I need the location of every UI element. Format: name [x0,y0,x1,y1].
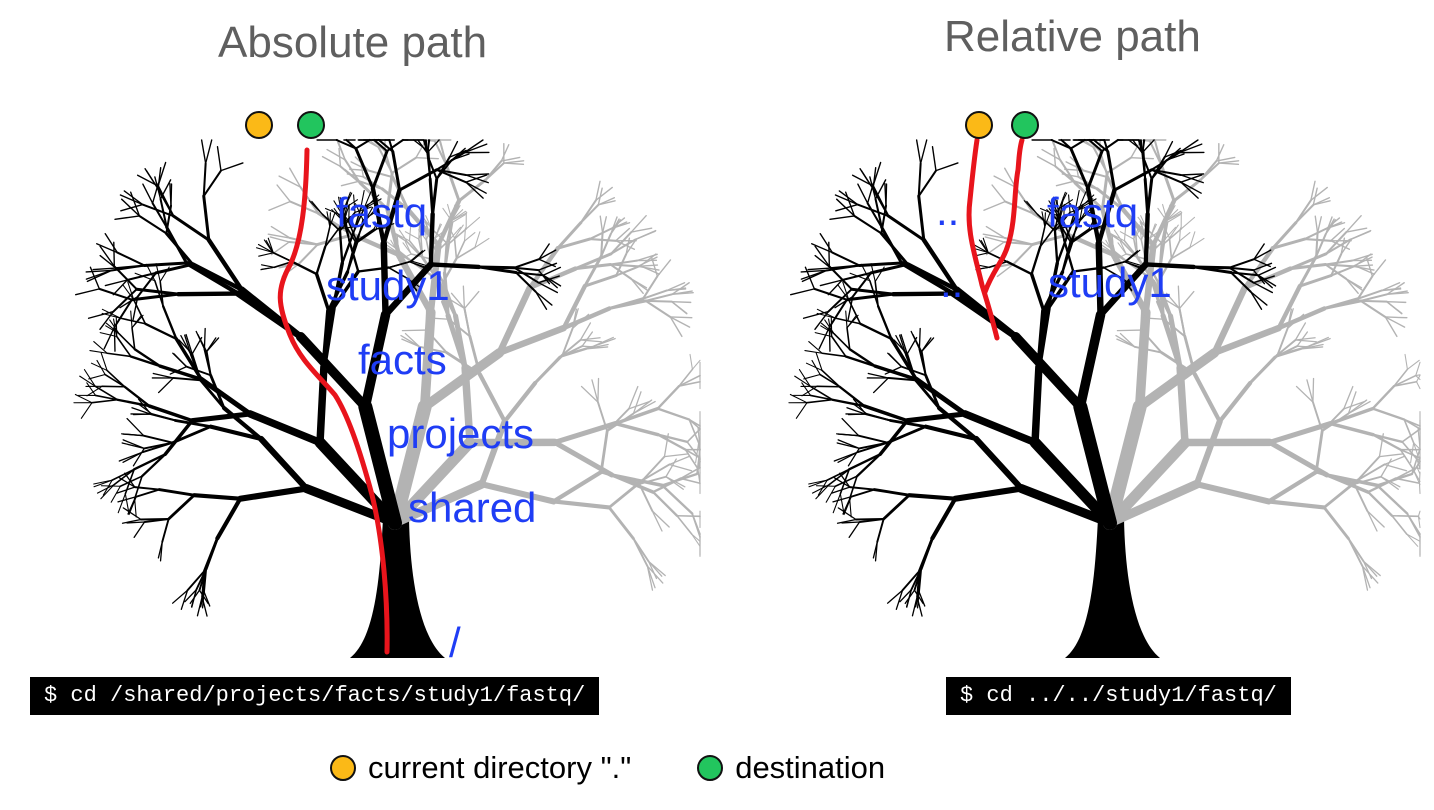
legend-destination-label: destination [735,750,886,785]
legend-current-label: current directory "." [368,750,632,785]
absolute-label-shared: shared [408,484,537,531]
relative-label-parent-2: .. [940,259,964,306]
absolute-path-title: Absolute path [218,18,488,67]
absolute-destination-dot [297,111,325,139]
destination-dot [697,755,724,781]
relative-label-study1: study1 [1048,259,1172,306]
absolute-current-dot [245,111,273,139]
absolute-label-study1: study1 [326,262,450,309]
relative-path-route [966,137,1000,341]
absolute-label-projects: projects [387,410,535,457]
relative-current-dot [965,111,993,139]
absolute-command: $ cd /shared/projects/facts/study1/fastq… [30,677,600,715]
absolute-label-facts: facts [358,336,447,383]
relative-path-route-branch [982,137,1025,295]
absolute-tree [73,138,701,658]
legend: current directory "." destination [330,748,885,788]
absolute-label-root: / [449,619,461,666]
relative-path-title: Relative path [944,12,1201,61]
absolute-label-fastq: fastq [336,189,428,236]
relative-label-parent-1: .. [936,187,960,234]
relative-label-fastq: fastq [1047,189,1139,236]
absolute-path-route [277,147,390,655]
relative-command: $ cd ../../study1/fastq/ [946,677,1291,715]
relative-destination-dot [1011,111,1039,139]
current-directory-dot [330,755,356,781]
relative-tree [788,138,1421,658]
